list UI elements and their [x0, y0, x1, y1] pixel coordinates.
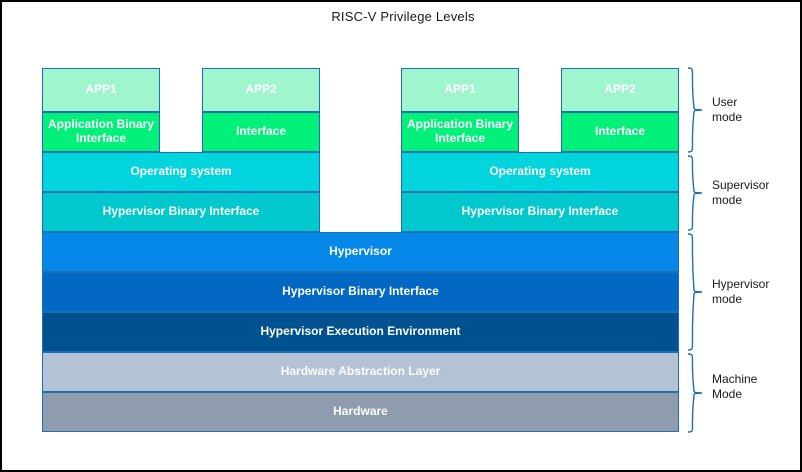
- right-hypervisor-binary-interface-box: Hypervisor Binary Interface: [401, 192, 679, 232]
- supervisor-mode-line1: Supervisor: [712, 178, 770, 192]
- right-app1-interface-box: Application Binary Interface: [401, 112, 519, 152]
- hypervisor-binary-interface-layer: Hypervisor Binary Interface: [42, 272, 679, 312]
- left-app1-interface-box: Application Binary Interface: [42, 112, 160, 152]
- supervisor-mode-label: Supervisor mode: [712, 178, 769, 208]
- left-operating-system-box: Operating system: [42, 152, 320, 192]
- hypervisor-layer: Hypervisor: [42, 232, 679, 272]
- user-mode-line2: mode: [712, 110, 743, 124]
- machine-mode-line2: Mode: [712, 387, 743, 401]
- right-app2-box: APP2: [561, 68, 679, 112]
- hypervisor-mode-line2: mode: [712, 292, 743, 306]
- supervisor-mode-brace: [687, 155, 703, 231]
- user-mode-label: User mode: [712, 95, 742, 125]
- right-operating-system-box: Operating system: [401, 152, 679, 192]
- user-mode-brace: [687, 67, 703, 153]
- left-app2-box: APP2: [202, 68, 320, 112]
- machine-mode-line1: Machine: [712, 372, 758, 386]
- machine-mode-brace: [687, 353, 703, 433]
- left-app1-box: APP1: [42, 68, 160, 112]
- right-app2-interface-box: Interface: [561, 112, 679, 152]
- left-app2-interface-box: Interface: [202, 112, 320, 152]
- hypervisor-mode-line1: Hypervisor: [712, 277, 770, 291]
- right-app1-box: APP1: [401, 68, 519, 112]
- page-title: RISC-V Privilege Levels: [331, 9, 475, 24]
- machine-mode-label: Machine Mode: [712, 372, 757, 402]
- hardware-layer: Hardware: [42, 392, 679, 432]
- hypervisor-mode-label: Hypervisor mode: [712, 277, 769, 307]
- supervisor-mode-line2: mode: [712, 193, 743, 207]
- user-mode-line1: User: [712, 95, 738, 109]
- left-hypervisor-binary-interface-box: Hypervisor Binary Interface: [42, 192, 320, 232]
- hardware-abstraction-layer: Hardware Abstraction Layer: [42, 352, 679, 392]
- hypervisor-mode-brace: [687, 233, 703, 351]
- hypervisor-execution-environment-layer: Hypervisor Execution Environment: [42, 312, 679, 352]
